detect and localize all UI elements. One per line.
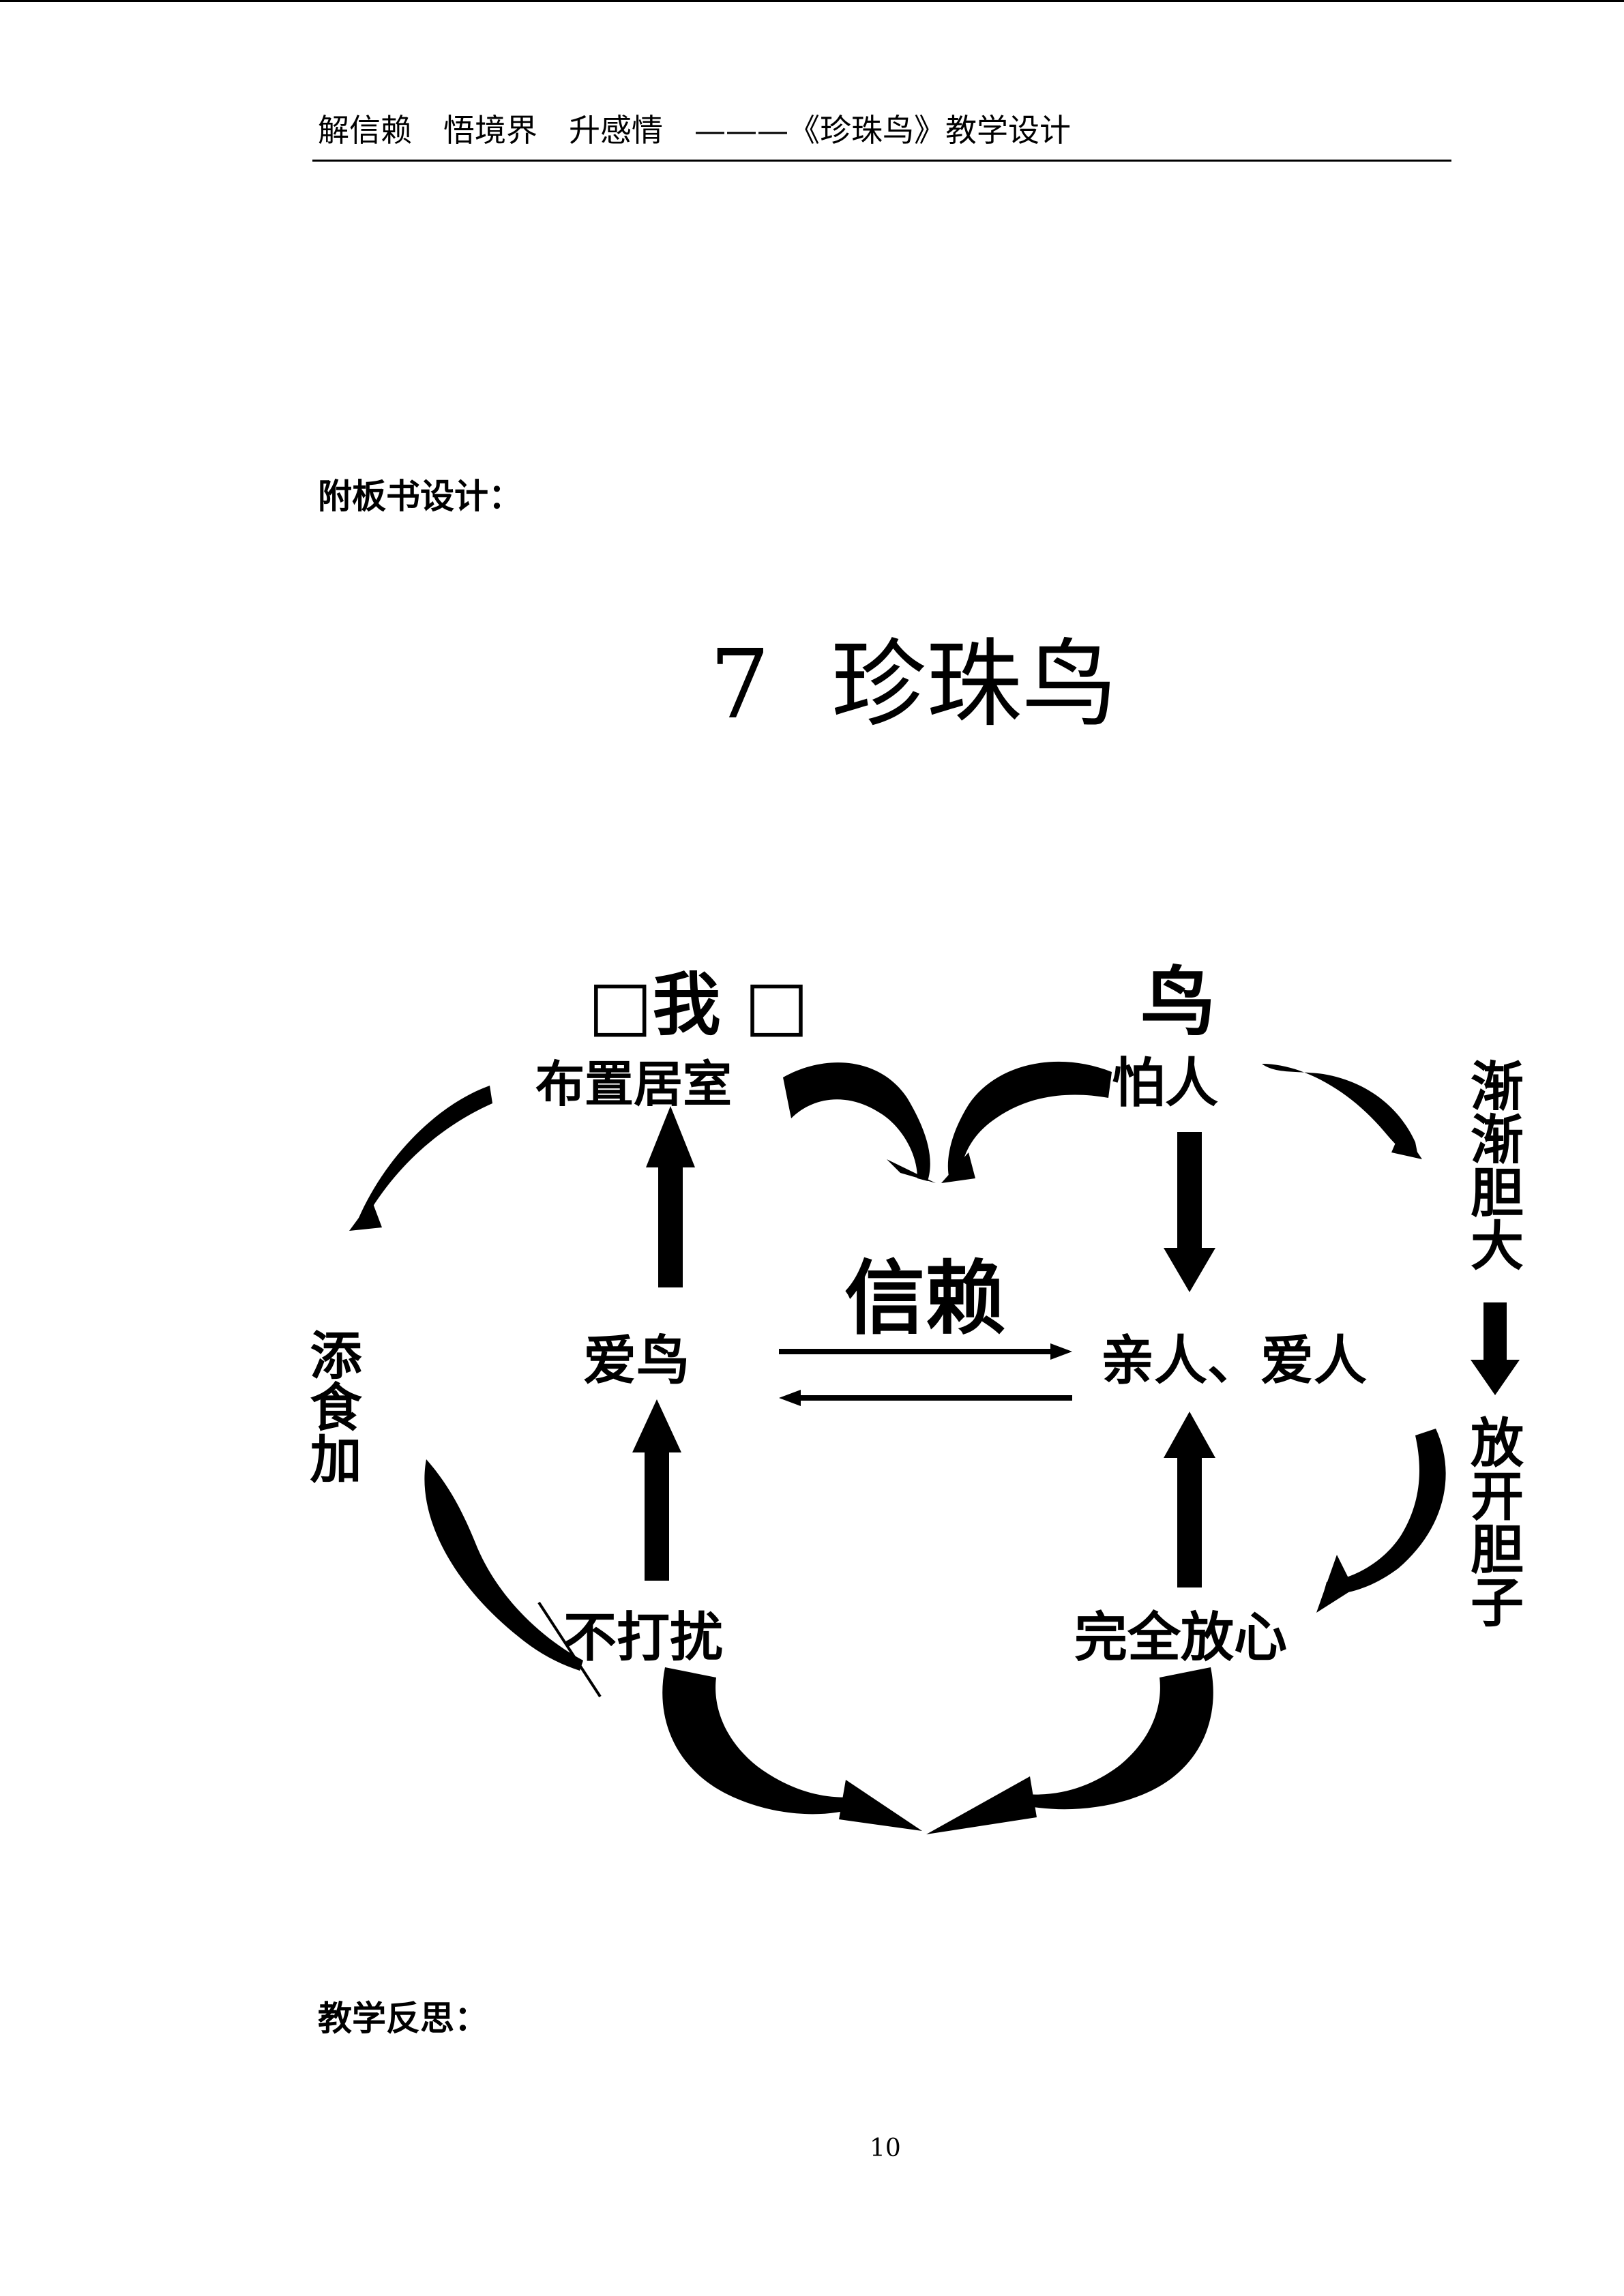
running-header: 解信赖 悟境界 升感情 ———《珍珠鸟》教学设计 <box>318 112 1071 149</box>
node-love-bird: 爱鸟 <box>583 1330 690 1392</box>
arrow-afraid-to-family <box>1164 1132 1215 1292</box>
center-word-trust: 信赖 <box>844 1251 1005 1345</box>
arrow-love-to-arrange <box>646 1106 695 1287</box>
node-arrange-room: 布置居室 <box>535 1056 732 1113</box>
arrow-trust-forward <box>779 1343 1072 1360</box>
arrow-nodisturb-to-love <box>632 1399 681 1581</box>
lesson-title: 7 珍珠鸟 <box>709 629 1118 741</box>
curved-arrow-afraid-to-center <box>941 1061 1112 1183</box>
actor-bird-label: 鸟 <box>1140 959 1215 1046</box>
curved-arrow-top-left <box>349 1086 492 1231</box>
node-no-disturb: 不打扰 <box>563 1607 723 1669</box>
header-underline <box>312 160 1451 162</box>
side-label-add-food: 添食加 <box>301 1328 362 1484</box>
side-label-bolder: 渐渐胆大 <box>1462 1058 1524 1271</box>
curved-arrow-left-lower <box>424 1459 602 1698</box>
node-at-ease: 完全放心 <box>1074 1607 1287 1669</box>
curved-arrow-arrange-to-center <box>783 1062 936 1183</box>
page-number: 10 <box>870 2134 901 2162</box>
arrow-atease-to-family <box>1164 1412 1215 1587</box>
actor-me-label: □我 □ <box>588 965 809 1045</box>
teaching-reflection-label: 教学反思： <box>318 1999 488 2038</box>
curved-arrow-top-right <box>1262 1064 1422 1159</box>
node-afraid: 怕人 <box>1112 1053 1218 1114</box>
side-label-let-go: 放开胆子 <box>1462 1415 1524 1628</box>
page-top-border <box>0 0 1624 2</box>
curved-arrow-bottom-left <box>662 1667 922 1831</box>
node-family-love: 亲人、爱人 <box>1101 1330 1367 1392</box>
board-design-label: 附板书设计： <box>318 477 522 516</box>
arrow-bolder-to-letgo <box>1471 1302 1520 1395</box>
curved-arrow-right-lower <box>1316 1429 1446 1613</box>
curved-arrow-bottom-right <box>926 1667 1213 1834</box>
arrow-trust-back <box>779 1390 1072 1406</box>
